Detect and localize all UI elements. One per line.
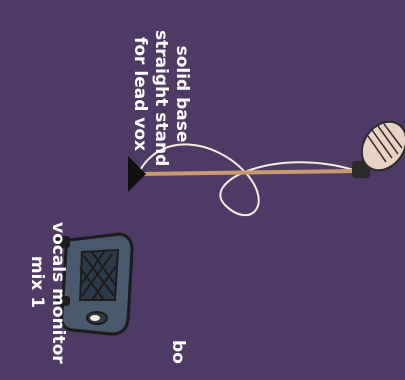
monitor-label-line-1: vocals monitor [48,222,68,364]
stand-label-line-2: straight stand [151,30,171,167]
stand-label-line-1: solid base [172,45,192,143]
monitor-label: vocals monitor mix 1 [26,222,68,364]
mic-icon [352,120,405,178]
monitor-label-line-2: mix 1 [27,255,47,309]
stand-label-line-3: for lead vox [130,36,150,152]
cut-off-label: bo [168,340,188,364]
stage-diagram [56,120,405,336]
cable-icon [137,143,361,217]
monitor-wedge-icon [56,232,134,336]
mic-stand-icon [128,156,359,192]
stand-label: solid base straight stand for lead vox [129,30,192,167]
